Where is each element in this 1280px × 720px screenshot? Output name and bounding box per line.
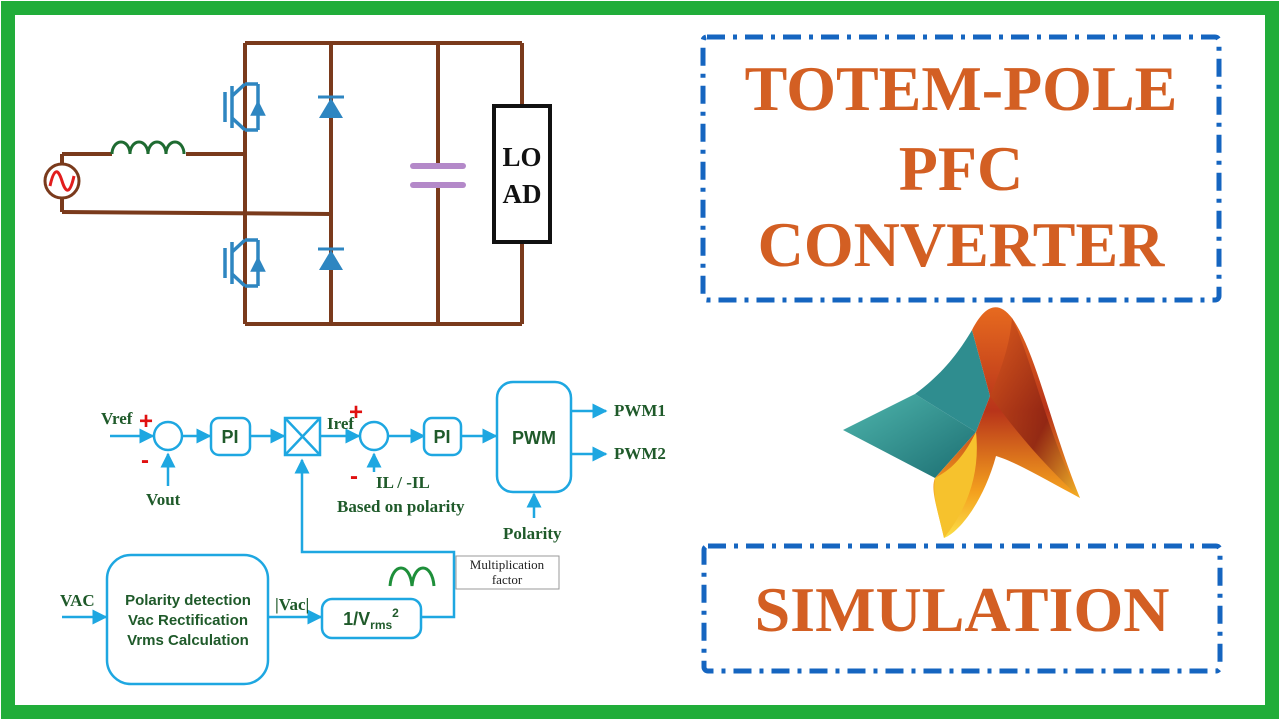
load-box: LO AD (492, 104, 552, 244)
plus-sign-1: + (139, 408, 153, 435)
minus-sign-2: - (350, 463, 358, 490)
simulation-title: SIMULATION (755, 574, 1170, 645)
load-label-line1: LO (502, 142, 541, 172)
title-line-3: CONVERTER (758, 209, 1165, 280)
ac-source-icon (43, 162, 81, 200)
igbt-icon (223, 82, 266, 132)
multiplication-factor-line2: factor (492, 572, 523, 587)
inductor-icon (110, 140, 186, 155)
polarity-block-line2: Vac Rectification (128, 612, 248, 629)
simulation-box (701, 543, 1223, 674)
title-line-2: PFC (899, 133, 1023, 204)
title-line-1: TOTEM-POLE (745, 53, 1178, 124)
polarity-label: Polarity (503, 524, 562, 543)
title-box (700, 34, 1222, 303)
pwm2-label: PWM2 (614, 444, 666, 463)
polarity-detection-block (105, 553, 270, 686)
inverse-vrms-label: 1/Vrms2 (343, 606, 399, 632)
inverse-vrms-block (320, 597, 423, 640)
vref-label: Vref (101, 409, 133, 428)
igbt-icon (223, 238, 266, 288)
diode-icon (318, 247, 344, 270)
multiplication-factor-line1: Multiplication (470, 557, 545, 572)
polarity-block-line1: Polarity detection (125, 592, 251, 609)
summing-junction-1 (152, 420, 184, 452)
polarity-note-label: Based on polarity (337, 497, 465, 516)
plus-sign-2: + (349, 399, 363, 426)
rectified-sine-icon (388, 566, 436, 587)
vout-label: Vout (146, 490, 181, 509)
pi-controller-1-label: PI (221, 427, 238, 447)
multiplication-factor-note (455, 555, 560, 590)
polarity-block-line3: Vrms Calculation (127, 632, 249, 649)
pi-controller-2 (422, 416, 463, 457)
multiplier-block (283, 416, 322, 457)
pi-controller-2-label: PI (433, 427, 450, 447)
il-label: IL / -IL (376, 473, 430, 492)
summing-junction-2 (358, 420, 390, 452)
diode-icon (318, 95, 344, 118)
iref-label: Iref (327, 414, 354, 433)
vac-label: VAC (60, 591, 95, 610)
pwm-block (495, 380, 573, 494)
load-label-line2: AD (503, 179, 542, 209)
matlab-membrane-logo (843, 307, 1080, 538)
pi-controller-1 (209, 416, 252, 457)
pwm-block-label: PWM (512, 428, 556, 448)
pwm1-label: PWM1 (614, 401, 666, 420)
capacitor-icon (410, 163, 466, 188)
control-diagram: PI PI PWM Polarity detection Vac Rectifi… (60, 380, 666, 686)
minus-sign-1: - (141, 447, 149, 474)
abs-vac-label: |Vac| (275, 595, 309, 614)
